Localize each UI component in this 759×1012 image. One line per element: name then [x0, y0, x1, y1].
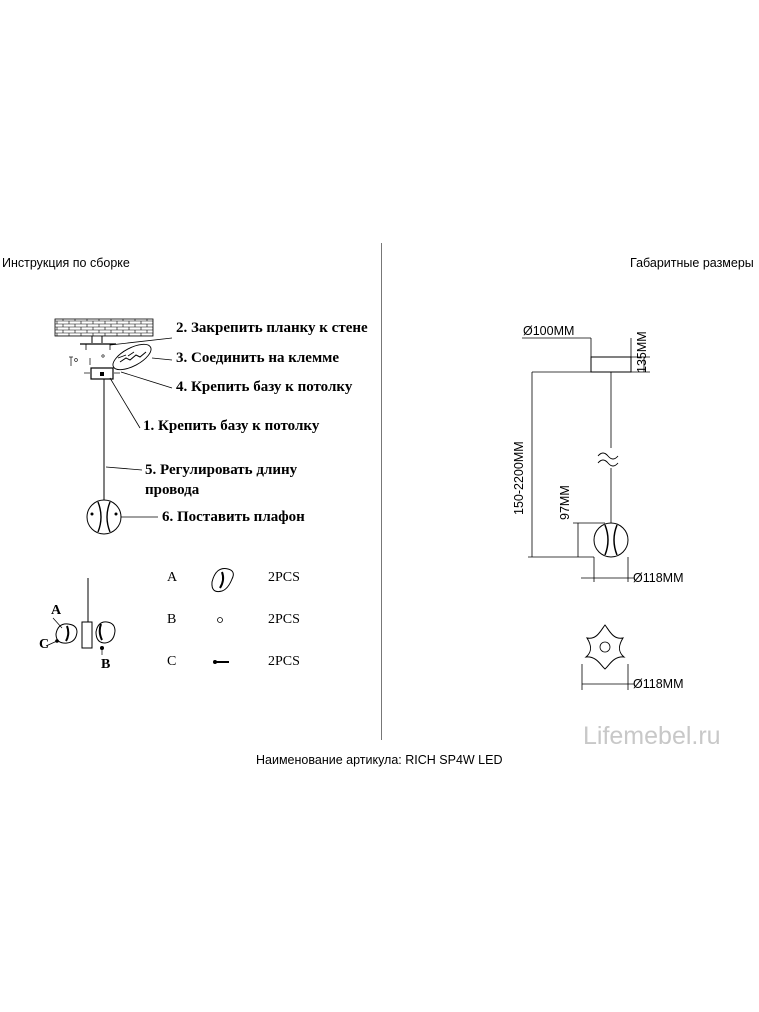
- front-view-lamp: [590, 356, 632, 558]
- leader-lines: [105, 337, 173, 518]
- part-c-qty: 2PCS: [268, 654, 300, 669]
- dim-shade-diameter-front: Ø118MM: [633, 571, 684, 585]
- part-c-icon: [213, 660, 229, 664]
- article-name: Наименование артикула: RICH SP4W LED: [256, 753, 503, 767]
- step-3-label: 3. Соединить на клемме: [176, 350, 340, 366]
- step-2-label: 2. Закрепить планку к стене: [176, 320, 368, 336]
- dim-canopy-height: 135MM: [635, 331, 649, 373]
- lamp-shade: [86, 499, 122, 535]
- terminal-block: [112, 343, 152, 371]
- step-1-label: 1. Крепить базу к потолку: [143, 418, 320, 434]
- callout-a: A: [51, 603, 62, 618]
- dim-shade-diameter-top: Ø118MM: [633, 677, 684, 691]
- top-view-lamp: [584, 624, 626, 670]
- part-b-qty: 2PCS: [268, 612, 300, 627]
- page-divider: [381, 243, 382, 740]
- part-a-letter: A: [167, 570, 178, 585]
- ceiling-bracket: [54, 318, 154, 350]
- part-a-qty: 2PCS: [268, 570, 300, 585]
- dimensions-heading: Габаритные размеры: [630, 256, 754, 270]
- part-a-icon: [211, 568, 234, 593]
- step-4-label: 4. Крепить базу к потолку: [176, 379, 353, 395]
- part-b-letter: B: [167, 612, 177, 627]
- part-c-letter: C: [167, 654, 177, 669]
- callout-c: C: [39, 637, 50, 652]
- dim-canopy-diameter: Ø100MM: [523, 324, 575, 338]
- assembly-heading: Инструкция по сборке: [2, 256, 130, 270]
- canopy: [84, 367, 120, 380]
- dim-shade-height: 97MM: [558, 485, 572, 520]
- step-6-label: 6. Поставить плафон: [162, 509, 305, 525]
- step-5-label: 5. Регулировать длину: [145, 462, 298, 478]
- dim-drop-length: 150-2200MM: [512, 441, 526, 515]
- small-parts: [69, 354, 105, 366]
- watermark: Lifemebel.ru: [583, 722, 721, 750]
- step-5-label-continued: провода: [145, 482, 200, 498]
- part-b-icon: [217, 617, 223, 623]
- callout-b: B: [101, 657, 111, 672]
- shade-assembly-detail: [45, 578, 116, 655]
- dimension-lines: [522, 337, 650, 690]
